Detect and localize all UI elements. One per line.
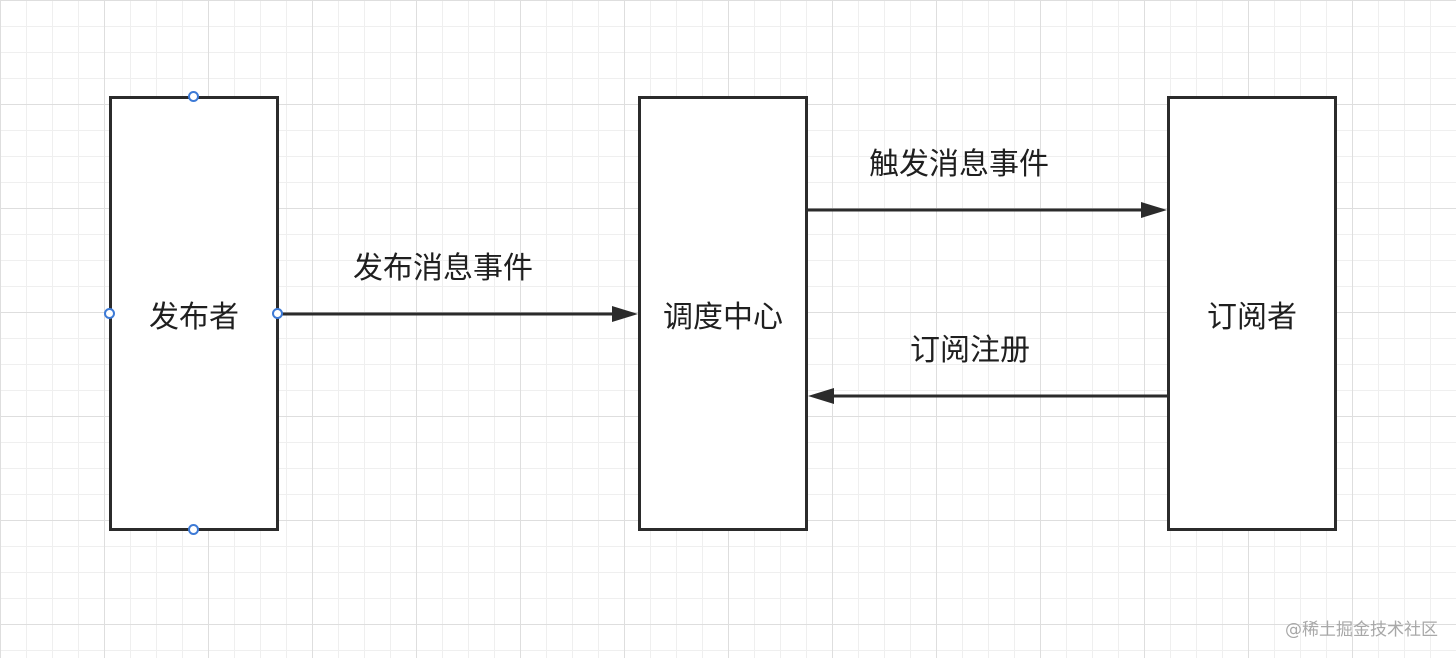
publisher-node[interactable]: 发布者 — [109, 96, 279, 531]
edge-trigger-arrowhead — [1141, 202, 1167, 218]
subscriber-node[interactable]: 订阅者 — [1167, 96, 1337, 531]
connection-handle-top[interactable] — [188, 91, 199, 102]
connection-handle-left[interactable] — [104, 308, 115, 319]
edge-subscribe-label: 订阅注册 — [910, 333, 1030, 368]
watermark-text: @稀土掘金技术社区 — [1285, 620, 1438, 640]
connection-handle-bottom[interactable] — [188, 524, 199, 535]
connection-handle-right[interactable] — [272, 308, 283, 319]
publisher-label: 发布者 — [149, 299, 239, 335]
dispatch-center-label: 调度中心 — [663, 299, 783, 335]
edge-publish-label: 发布消息事件 — [353, 251, 533, 286]
edge-publish-arrowhead — [612, 306, 638, 322]
edge-subscribe-arrowhead — [808, 388, 834, 404]
subscriber-label: 订阅者 — [1207, 299, 1297, 335]
edge-trigger-label: 触发消息事件 — [869, 147, 1049, 182]
dispatch-center-node[interactable]: 调度中心 — [638, 96, 808, 531]
